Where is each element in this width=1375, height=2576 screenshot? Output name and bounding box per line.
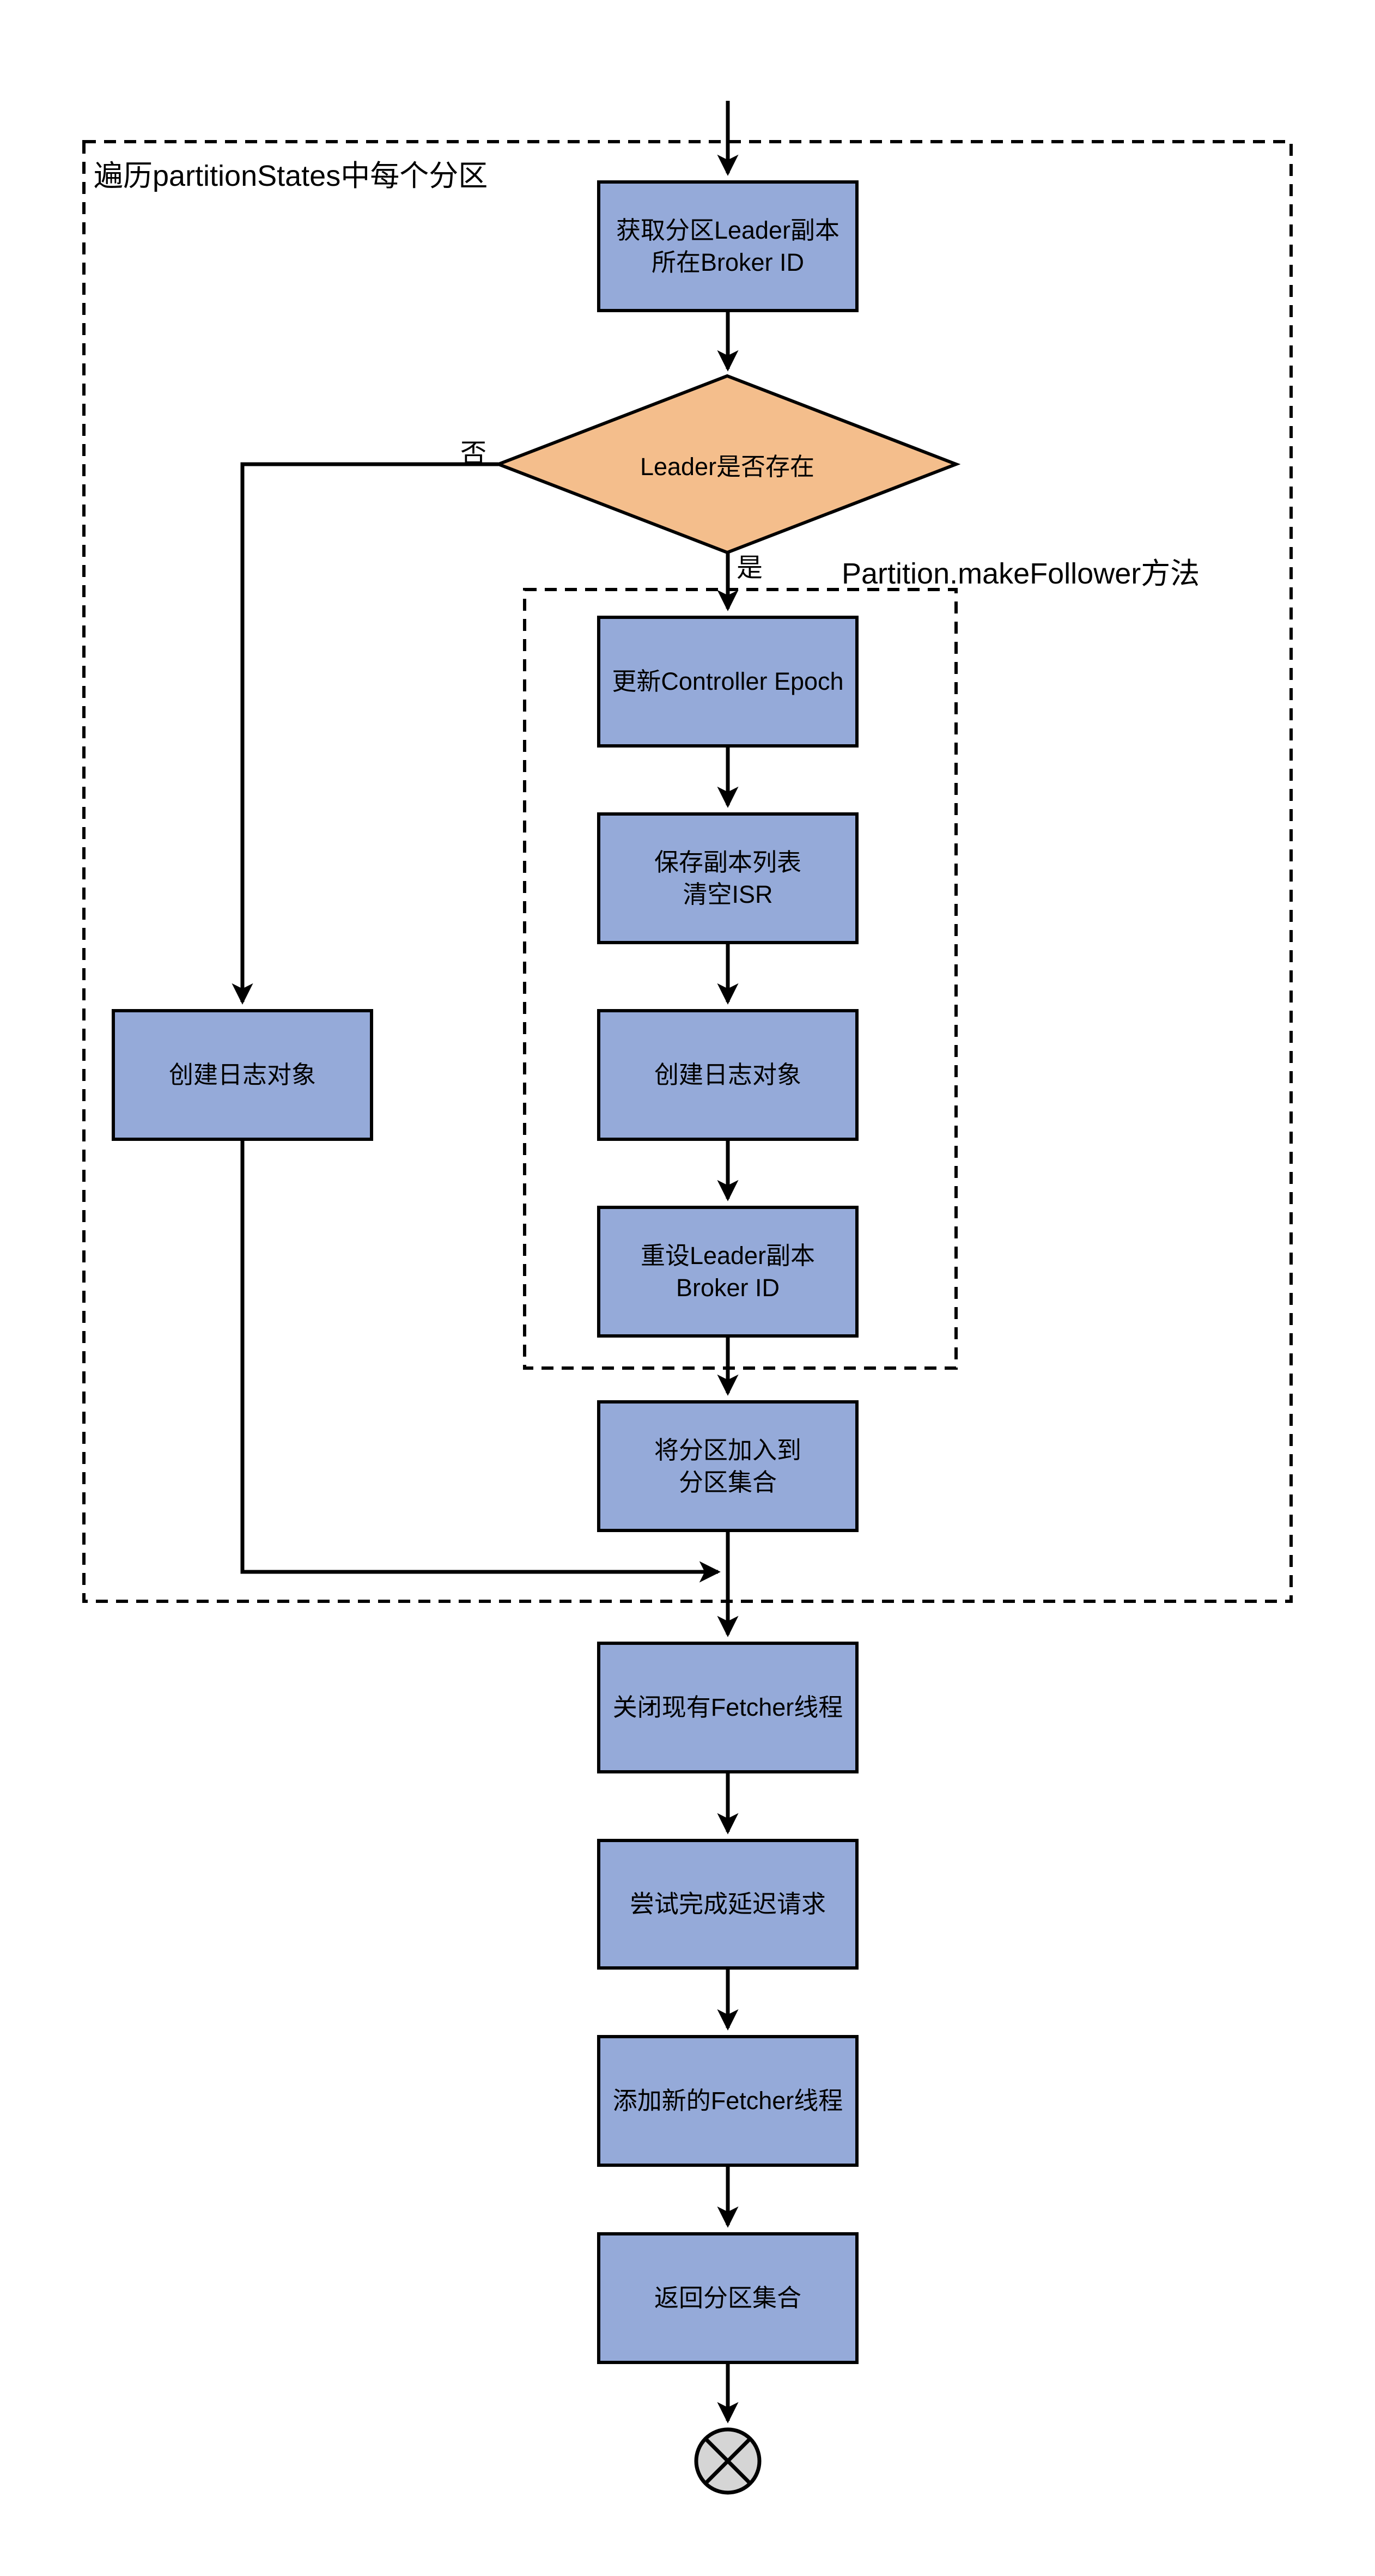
edge-decision-no-to-create-log [232, 462, 498, 1005]
decision-diamond-shape [494, 374, 961, 555]
node-leader-exists-label: Leader是否存在 [640, 452, 815, 481]
node-create-log-inner: 创建日志对象 [597, 1009, 859, 1141]
node-add-partition-to-set: 将分区加入到 分区集合 [597, 1400, 859, 1532]
edge-label-yes: 是 [737, 554, 763, 582]
edge-label-no: 否 [460, 439, 487, 468]
make-follower-label: Partition.makeFollower方法 [842, 557, 1200, 590]
node-save-replica-list: 保存副本列表 清空ISR [597, 812, 859, 944]
node-return-partition-set: 返回分区集合 [597, 2232, 859, 2364]
outer-loop-dashed-box [82, 140, 1293, 1603]
node-reset-leader-broker-id: 重设Leader副本 Broker ID [597, 1206, 859, 1338]
edge-create-log-merge-to-spine [240, 1141, 721, 1583]
end-circle-x-icon [694, 2427, 762, 2495]
node-close-fetcher-threads: 关闭现有Fetcher线程 [597, 1642, 859, 1773]
node-try-complete-delayed: 尝试完成延迟请求 [597, 1839, 859, 1970]
node-add-new-fetcher-threads: 添加新的Fetcher线程 [597, 2035, 859, 2167]
outer-loop-label: 遍历partitionStates中每个分区 [94, 160, 488, 192]
node-create-log-no-branch: 创建日志对象 [112, 1009, 373, 1141]
node-update-controller-epoch: 更新Controller Epoch [597, 616, 859, 748]
node-get-broker-id: 获取分区Leader副本 所在Broker ID [597, 180, 859, 312]
